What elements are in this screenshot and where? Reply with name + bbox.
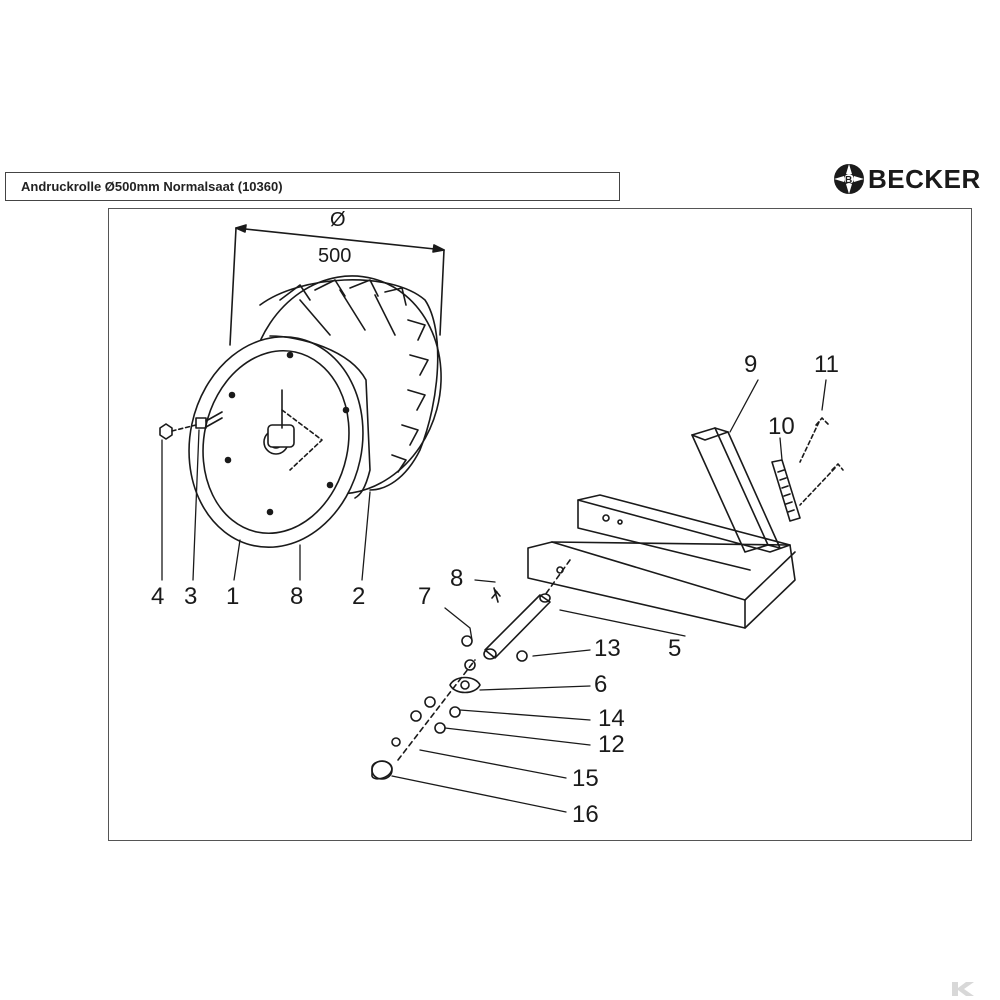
part-number-8b: 8 [450, 565, 463, 592]
title-box: Andruckrolle Ø500mm Normalsaat (10360) [5, 172, 620, 201]
svg-text:B: B [845, 175, 852, 186]
part-number-8a: 8 [290, 583, 303, 610]
leader-lines [161, 379, 827, 813]
diagram-title: Andruckrolle Ø500mm Normalsaat (10360) [21, 179, 283, 194]
axle [371, 559, 571, 780]
part-number-2: 2 [352, 583, 365, 610]
dimension-line [229, 224, 445, 346]
part-number-3: 3 [184, 583, 197, 610]
brand: B BECKER [832, 162, 1000, 198]
part-number-14: 14 [598, 705, 625, 732]
bolt-and-nut [159, 411, 223, 440]
rim [188, 335, 371, 549]
k-logo-icon [952, 982, 974, 996]
part-number-15: 15 [572, 765, 599, 792]
part-number-16: 16 [572, 801, 599, 828]
part-number-11: 11 [814, 351, 839, 378]
dimension-value: 500 [318, 245, 351, 267]
part-number-13: 13 [594, 635, 621, 662]
part-number-5: 5 [668, 635, 681, 662]
part-number-1: 1 [226, 583, 239, 610]
diagram-frame [108, 208, 972, 841]
dimension-symbol: Ø [330, 209, 346, 231]
part-number-12: 12 [598, 731, 625, 758]
part-number-9: 9 [744, 351, 757, 378]
brand-name: BECKER [868, 164, 981, 194]
part-number-7: 7 [418, 583, 431, 610]
becker-logo-icon: B [834, 164, 864, 194]
part-number-10: 10 [768, 413, 795, 440]
frame-arm [527, 427, 796, 629]
scale-plate [771, 417, 844, 522]
part-number-4: 4 [151, 583, 164, 610]
part-number-6: 6 [594, 671, 607, 698]
